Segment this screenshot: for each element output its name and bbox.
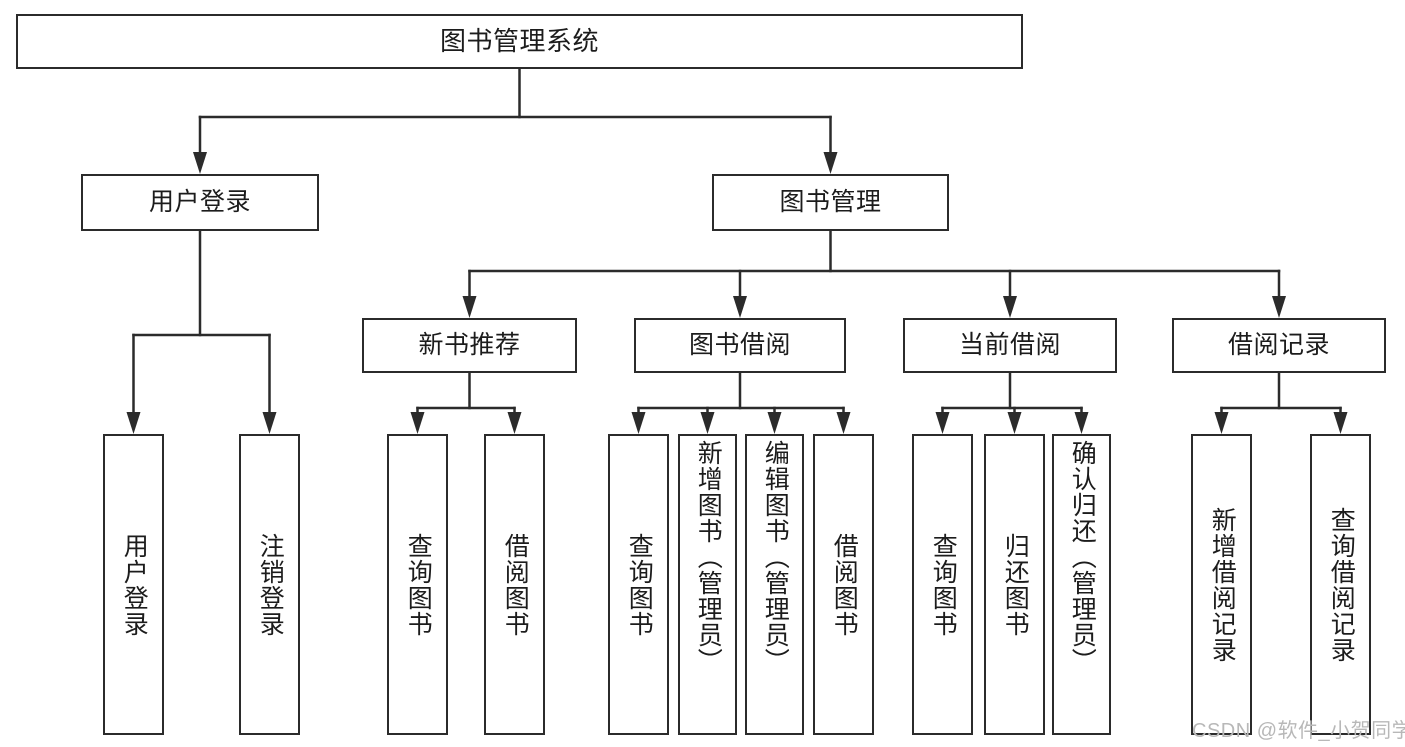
arrowhead-leaf-user-logout — [262, 412, 277, 434]
node-leaf-user-logout[interactable]: 注销登录 — [239, 434, 300, 735]
arrowhead-leaf-query-book-2 — [631, 412, 646, 434]
node-label-leaf-user-login: 用户登录 — [120, 532, 149, 637]
node-leaf-query-book-1[interactable]: 查询图书 — [387, 434, 448, 735]
arrowhead-leaf-user-login — [126, 412, 141, 434]
arrowhead-current-borrow — [1003, 296, 1017, 318]
node-book-borrow[interactable]: 图书借阅 — [634, 318, 846, 373]
node-leaf-query-book-3[interactable]: 查询图书 — [912, 434, 973, 735]
arrowhead-leaf-add-book — [700, 412, 715, 434]
arrowhead-book-manage — [823, 152, 838, 174]
node-current-borrow[interactable]: 当前借阅 — [903, 318, 1117, 373]
node-label-leaf-add-book: 新增图书（管理员） — [694, 440, 723, 674]
node-label-leaf-borrow-book-2: 借阅图书 — [830, 532, 859, 637]
node-leaf-confirm-return[interactable]: 确认归还（管理员） — [1052, 434, 1111, 735]
node-label-leaf-user-logout: 注销登录 — [256, 532, 285, 637]
arrowhead-leaf-edit-book — [767, 412, 782, 434]
node-label-leaf-query-book-1: 查询图书 — [404, 532, 433, 637]
node-new-book-rec[interactable]: 新书推荐 — [362, 318, 577, 373]
node-label-leaf-confirm-return: 确认归还（管理员） — [1068, 440, 1097, 674]
node-label-book-manage: 图书管理 — [779, 187, 882, 216]
arrowhead-leaf-borrow-book-1 — [507, 412, 522, 434]
arrowhead-leaf-query-record — [1333, 412, 1348, 434]
node-label-new-book-rec: 新书推荐 — [418, 330, 521, 359]
node-label-leaf-query-book-2: 查询图书 — [625, 532, 654, 637]
arrowhead-book-borrow — [733, 296, 747, 318]
node-book-manage[interactable]: 图书管理 — [712, 174, 949, 231]
node-leaf-add-book[interactable]: 新增图书（管理员） — [678, 434, 737, 735]
arrowhead-user-login — [193, 152, 207, 174]
node-label-user-login: 用户登录 — [148, 187, 251, 216]
arrowhead-borrow-record — [1272, 296, 1286, 318]
arrowhead-leaf-query-book-3 — [935, 412, 950, 434]
node-borrow-record[interactable]: 借阅记录 — [1172, 318, 1386, 373]
node-leaf-add-record[interactable]: 新增借阅记录 — [1191, 434, 1252, 735]
node-label-leaf-query-record: 查询借阅记录 — [1327, 506, 1356, 663]
arrowhead-leaf-add-record — [1214, 412, 1229, 434]
node-label-current-borrow: 当前借阅 — [958, 330, 1061, 359]
node-leaf-edit-book[interactable]: 编辑图书（管理员） — [745, 434, 804, 735]
arrowhead-leaf-borrow-book-2 — [836, 412, 851, 434]
arrowhead-new-book-rec — [462, 296, 477, 318]
node-label-borrow-record: 借阅记录 — [1227, 330, 1330, 359]
node-leaf-user-login[interactable]: 用户登录 — [103, 434, 164, 735]
csdn-watermark: CSDN @软件_小贺同学 — [1192, 720, 1405, 742]
node-label-root: 图书管理系统 — [439, 26, 599, 57]
node-label-leaf-add-record: 新增借阅记录 — [1208, 506, 1237, 663]
node-user-login[interactable]: 用户登录 — [81, 174, 319, 231]
arrowhead-leaf-return-book — [1007, 412, 1022, 434]
node-label-leaf-edit-book: 编辑图书（管理员） — [761, 440, 790, 674]
arrowhead-leaf-query-book-1 — [410, 412, 425, 434]
node-label-leaf-return-book: 归还图书 — [1001, 532, 1030, 637]
node-root[interactable]: 图书管理系统 — [16, 14, 1023, 69]
node-leaf-return-book[interactable]: 归还图书 — [984, 434, 1045, 735]
node-leaf-borrow-book-2[interactable]: 借阅图书 — [813, 434, 874, 735]
node-leaf-query-book-2[interactable]: 查询图书 — [608, 434, 669, 735]
node-label-leaf-query-book-3: 查询图书 — [929, 532, 958, 637]
node-leaf-borrow-book-1[interactable]: 借阅图书 — [484, 434, 545, 735]
arrowhead-leaf-confirm-return — [1074, 412, 1089, 434]
node-label-book-borrow: 图书借阅 — [688, 330, 791, 359]
node-leaf-query-record[interactable]: 查询借阅记录 — [1310, 434, 1371, 735]
node-label-leaf-borrow-book-1: 借阅图书 — [501, 532, 530, 637]
